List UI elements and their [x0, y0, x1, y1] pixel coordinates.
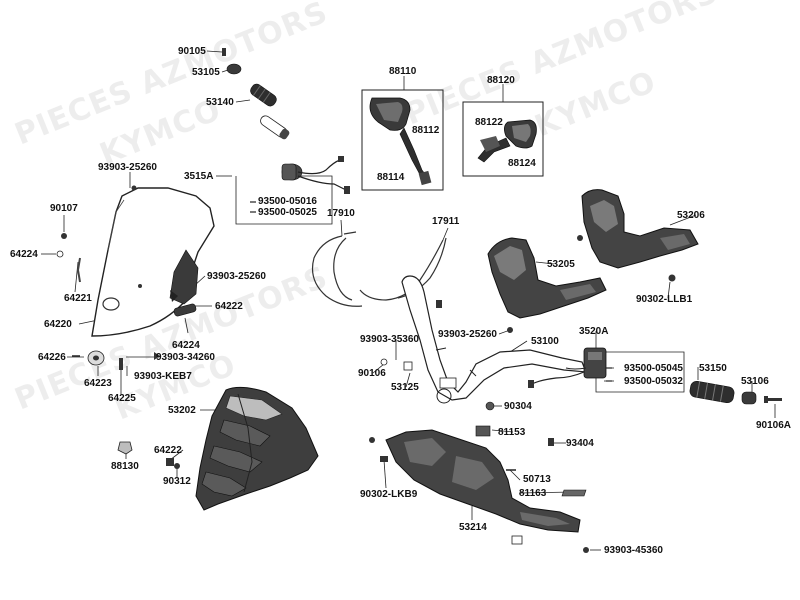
part-label-88114: 88114 — [377, 172, 405, 183]
part-label-64222: 64222 — [154, 445, 182, 456]
part-label-81163: 81163 — [519, 488, 547, 499]
part-label-93903-35360: 93903-35360 — [360, 334, 419, 345]
mirror-right-box — [462, 101, 544, 177]
part-label-93500-05045: 93500-05045 — [624, 363, 683, 374]
part-label-3520a: 3520A — [579, 326, 609, 337]
part-label-53140: 53140 — [206, 97, 234, 108]
handlebar-bottom-cover — [369, 429, 581, 533]
part-label-90302-llb1: 90302-LLB1 — [636, 294, 693, 305]
part-label-64224: 64224 — [172, 340, 200, 351]
part-label-53214: 53214 — [459, 522, 487, 533]
part-label-64224: 64224 — [10, 249, 38, 260]
part-label-64220: 64220 — [44, 319, 72, 330]
part-label-88122: 88122 — [475, 117, 503, 128]
part-label-88120: 88120 — [487, 75, 515, 86]
left-mirror — [369, 97, 432, 186]
part-label-90106: 90106 — [358, 368, 386, 379]
part-label-50713: 50713 — [523, 474, 551, 485]
part-label-81153: 81153 — [498, 427, 526, 438]
right-mirror — [477, 119, 537, 163]
part-label-90304: 90304 — [504, 401, 532, 412]
handlebar-upper-cover — [577, 189, 699, 269]
front-cover-hardware — [117, 441, 180, 469]
left-grip-assembly — [222, 48, 290, 140]
part-label-64225: 64225 — [108, 393, 136, 404]
part-label-93404: 93404 — [566, 438, 594, 449]
fasteners — [380, 300, 589, 553]
part-label-53202: 53202 — [168, 405, 196, 416]
left-switch-assembly — [250, 156, 350, 213]
part-label-53105: 53105 — [192, 67, 220, 78]
part-label-90312: 90312 — [163, 476, 191, 487]
part-label-90106a: 90106A — [756, 420, 792, 431]
part-label-64223: 64223 — [84, 378, 112, 389]
part-label-64221: 64221 — [64, 293, 92, 304]
part-label-53106: 53106 — [741, 376, 769, 387]
part-label-93903-keb7: 93903-KEB7 — [134, 371, 192, 382]
part-label-93500-05032: 93500-05032 — [624, 376, 683, 387]
part-label-93903-25260: 93903-25260 — [438, 329, 497, 340]
part-label-88112: 88112 — [412, 125, 440, 136]
part-label-53205: 53205 — [547, 259, 575, 270]
part-label-88124: 88124 — [508, 158, 536, 169]
part-label-90105: 90105 — [178, 46, 206, 57]
part-label-93903-25260: 93903-25260 — [98, 162, 157, 173]
part-label-90107: 90107 — [50, 203, 78, 214]
right-switch-assembly — [528, 347, 612, 388]
right-grip-assembly — [689, 380, 782, 405]
part-label-53206: 53206 — [677, 210, 705, 221]
mirror-left-box — [361, 89, 444, 191]
part-label-93500-05016: 93500-05016 — [258, 196, 317, 207]
part-label-93500-05025: 93500-05025 — [258, 207, 317, 218]
part-label-88110: 88110 — [389, 66, 417, 77]
part-label-53125: 53125 — [391, 382, 419, 393]
part-label-53150: 53150 — [699, 363, 727, 374]
handlebar-lower-cover — [487, 237, 676, 319]
part-label-3515a: 3515A — [184, 171, 214, 182]
part-label-64222: 64222 — [215, 301, 243, 312]
part-label-64226: 64226 — [38, 352, 66, 363]
leader-lines — [41, 50, 776, 551]
part-label-93903-25260: 93903-25260 — [207, 271, 266, 282]
part-label-93903-45360: 93903-45360 — [604, 545, 663, 556]
throttle-cables — [311, 231, 447, 307]
part-label-88130: 88130 — [111, 461, 139, 472]
part-label-53100: 53100 — [531, 336, 559, 347]
part-label-17910: 17910 — [327, 208, 355, 219]
part-label-93903-34260: 93903-34260 — [156, 352, 215, 363]
windscreen — [91, 185, 215, 337]
windscreen-hardware — [56, 233, 197, 370]
part-label-90302-lkb9: 90302-LKB9 — [360, 489, 418, 500]
front-cover — [195, 386, 319, 511]
part-label-17911: 17911 — [432, 216, 460, 227]
